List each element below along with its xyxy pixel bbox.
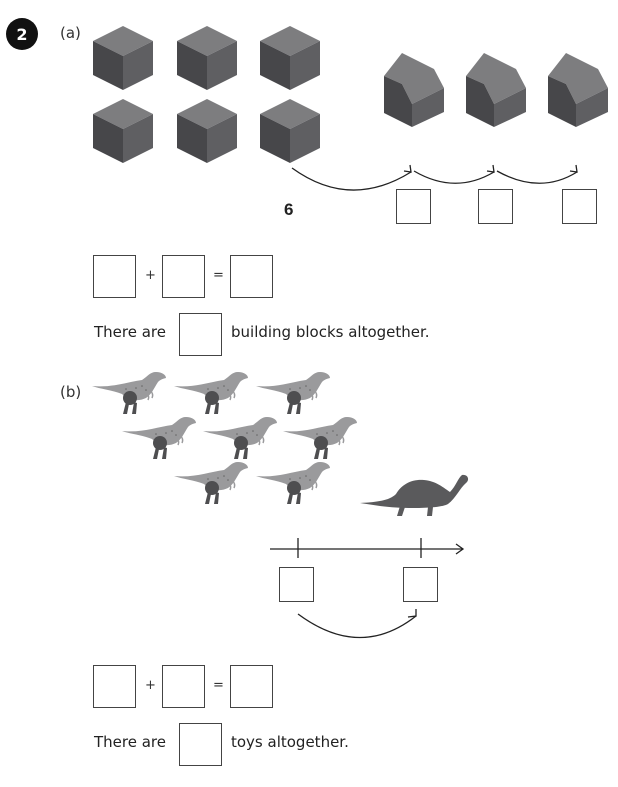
equation-b-operand2[interactable] xyxy=(162,665,205,708)
sentence-a-suffix: building blocks altogether. xyxy=(231,323,430,341)
jump-arrow xyxy=(496,170,578,184)
t-rex-toy xyxy=(255,371,331,415)
cube xyxy=(93,99,153,163)
jump-arrows-a xyxy=(291,164,578,191)
arrow-head-icon xyxy=(486,164,495,173)
t-rex-toy xyxy=(282,416,358,460)
t-rex-toy xyxy=(121,416,197,460)
sentence-a-prefix: There are xyxy=(94,323,166,341)
t-rex-toy xyxy=(255,461,331,505)
house-block xyxy=(548,53,608,127)
jump-arrow xyxy=(297,613,417,639)
sentence-b-suffix: toys altogether. xyxy=(231,733,349,751)
cube xyxy=(260,99,320,163)
sentence-b-prefix: There are xyxy=(94,733,166,751)
t-rex-toy xyxy=(202,416,278,460)
part-a-label: (a) xyxy=(60,24,81,42)
sentence-b-answer-box[interactable] xyxy=(179,723,222,766)
t-rex-toy xyxy=(91,371,167,415)
cube xyxy=(93,26,153,90)
cube xyxy=(177,99,237,163)
number-line-box-2[interactable] xyxy=(403,567,438,602)
house-block xyxy=(384,53,444,127)
answer-box-house-1[interactable] xyxy=(396,189,431,224)
equation-a-operand2[interactable] xyxy=(162,255,205,298)
equals-sign: = xyxy=(213,678,224,693)
equals-sign: = xyxy=(213,268,224,283)
arrow-head-icon xyxy=(569,164,578,173)
house-group xyxy=(384,53,608,127)
t-rex-toy xyxy=(173,371,249,415)
trex-group xyxy=(91,371,358,505)
arrow-head-icon xyxy=(403,164,412,173)
cube xyxy=(177,26,237,90)
answer-box-house-3[interactable] xyxy=(562,189,597,224)
equation-b-operand1[interactable] xyxy=(93,665,136,708)
arrow-head-icon xyxy=(407,609,417,618)
start-number: 6 xyxy=(284,200,294,219)
sentence-a-answer-box[interactable] xyxy=(179,313,222,356)
question-number-badge: 2 xyxy=(6,18,38,50)
cube xyxy=(260,26,320,90)
number-line-b xyxy=(270,538,465,639)
t-rex-toy xyxy=(173,461,249,505)
equation-a-result[interactable] xyxy=(230,255,273,298)
equation-b-result[interactable] xyxy=(230,665,273,708)
number-line-box-1[interactable] xyxy=(279,567,314,602)
cube-group xyxy=(93,26,320,163)
jump-arrow xyxy=(413,170,495,184)
long-neck-dinosaur xyxy=(360,474,469,516)
plus-sign: + xyxy=(145,268,156,283)
part-b-label: (b) xyxy=(60,383,82,401)
plus-sign: + xyxy=(145,678,156,693)
equation-a-operand1[interactable] xyxy=(93,255,136,298)
house-block xyxy=(466,53,526,127)
jump-arrow xyxy=(291,167,412,191)
answer-box-house-2[interactable] xyxy=(478,189,513,224)
